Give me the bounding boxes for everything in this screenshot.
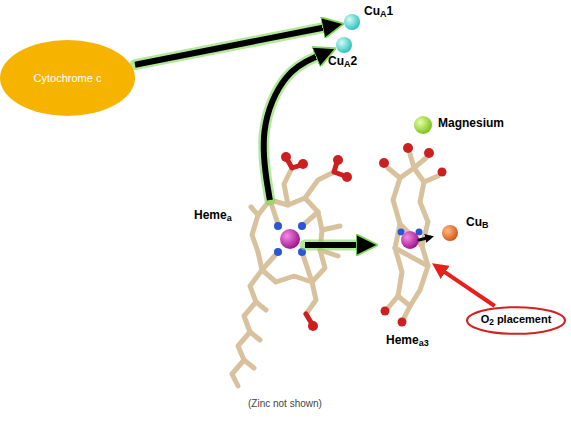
heme-a3-molecule: [379, 143, 447, 327]
atom-label: Hemea: [194, 209, 232, 223]
atom-sphere: [414, 116, 432, 134]
heme-a-molecule: [333, 155, 343, 165]
text-part: 2: [351, 54, 358, 68]
heme-a-molecule: [274, 248, 282, 256]
electron-flow-arrow: [135, 27, 327, 65]
text-holder: Hemea: [194, 209, 232, 223]
heme-a3-molecule: [403, 143, 413, 153]
heme-group: Hemea3: [378, 160, 432, 330]
connector-group: [443, 271, 495, 306]
connector-group: [305, 245, 360, 246]
heme-a-molecule: [251, 207, 258, 215]
atom-label: CuB: [466, 216, 489, 230]
atom-sphere: [336, 37, 352, 53]
heme-a-molecule: [281, 152, 291, 162]
heme-a-molecule: [342, 172, 352, 182]
note-label: (Zinc not shown): [248, 398, 322, 410]
text-holder: CuA2: [328, 55, 357, 69]
atom-sphere: [344, 14, 360, 30]
heme-a3-molecule: [381, 307, 390, 316]
heme-a3-molecule: [388, 154, 438, 318]
subscript: B: [482, 220, 489, 230]
heme-a3-molecule: [398, 318, 407, 327]
heme-a-molecule: [284, 168, 292, 205]
atom-sphere: [442, 225, 458, 241]
heme-a3-molecule: [438, 168, 447, 177]
text-holder: Magnesium: [438, 117, 504, 131]
heme-a-molecule: [280, 229, 300, 249]
electron-flow-arrow: [305, 242, 360, 248]
heme-a-molecule: [232, 168, 340, 386]
copper-atom: CuA1: [344, 14, 360, 30]
heme-a3-molecule: [424, 148, 434, 158]
text-holder: Cytochrome c: [0, 40, 135, 116]
text-holder: Hemea3: [386, 334, 429, 348]
heme-a3-molecule: [388, 154, 438, 182]
electron-flow-arrow: [264, 55, 320, 200]
node-shape: [344, 14, 360, 30]
atom-label: Magnesium: [438, 117, 504, 131]
atom-label: CuA1: [364, 5, 393, 19]
heme-a3-molecule: [401, 231, 419, 249]
heme-a3-molecule: [393, 168, 428, 306]
heme-a-molecule: [305, 172, 334, 198]
text-part: Heme: [194, 208, 227, 222]
subscript: A: [380, 9, 387, 19]
subscript: A: [344, 59, 351, 69]
text-part: Cu: [328, 54, 344, 68]
callout-arrow: [443, 271, 495, 306]
connector-glow: [264, 55, 320, 200]
connector-glow: [305, 240, 360, 251]
text-part: Cu: [466, 215, 482, 229]
heme-a3-molecule: [379, 158, 389, 168]
copper-atom: CuB: [442, 225, 458, 241]
subscript: 2: [489, 318, 494, 327]
text-holder: O2 placement: [466, 306, 566, 335]
copper-atom: CuA2: [336, 37, 352, 53]
small-arrow: [419, 238, 427, 240]
text-holder: CuB: [466, 216, 489, 230]
heme-a-molecule: [308, 321, 318, 331]
protein-ellipse: Cytochrome c: [0, 40, 135, 116]
heme-a-molecule: [244, 302, 266, 368]
subscript: a3: [419, 338, 429, 348]
text-part: Cu: [364, 4, 380, 18]
atom-label: Hemea3: [386, 334, 429, 348]
heme-a3-molecule: [395, 224, 428, 266]
text-part: Heme: [386, 333, 419, 347]
heme-a-molecule: [232, 152, 352, 386]
text-part: placement: [494, 313, 551, 325]
callout-ellipse: O2 placement: [466, 306, 566, 335]
node-shape: [414, 116, 432, 134]
heme-a-molecule: [274, 222, 282, 230]
heme-group: Hemea: [250, 200, 305, 290]
node-text: O2 placement: [481, 313, 552, 327]
connector-group: [264, 55, 320, 200]
text-part: O: [481, 313, 490, 325]
heme-a-molecule: [298, 222, 306, 230]
heme-a-molecule: [232, 270, 262, 386]
heme-a3-molecule: [388, 296, 410, 318]
connector-group: [135, 27, 327, 65]
ellipse-outline: [467, 307, 565, 334]
node-shape: [442, 225, 458, 241]
heme-a3-molecule: [379, 143, 447, 327]
heme-a-molecule: [274, 222, 306, 256]
connector-glow: [135, 27, 327, 65]
subscript: a: [227, 213, 232, 223]
magnesium-atom: Magnesium: [414, 116, 432, 134]
heme-a-molecule: [306, 282, 316, 314]
text-holder: CuA1: [364, 5, 393, 19]
node-shape: [336, 37, 352, 53]
atom-label: CuA2: [328, 55, 357, 69]
node-text: Cytochrome c: [34, 72, 102, 85]
ellipse-shape: [0, 40, 135, 116]
heme-a-molecule: [298, 159, 308, 169]
text-part: 1: [387, 4, 394, 18]
